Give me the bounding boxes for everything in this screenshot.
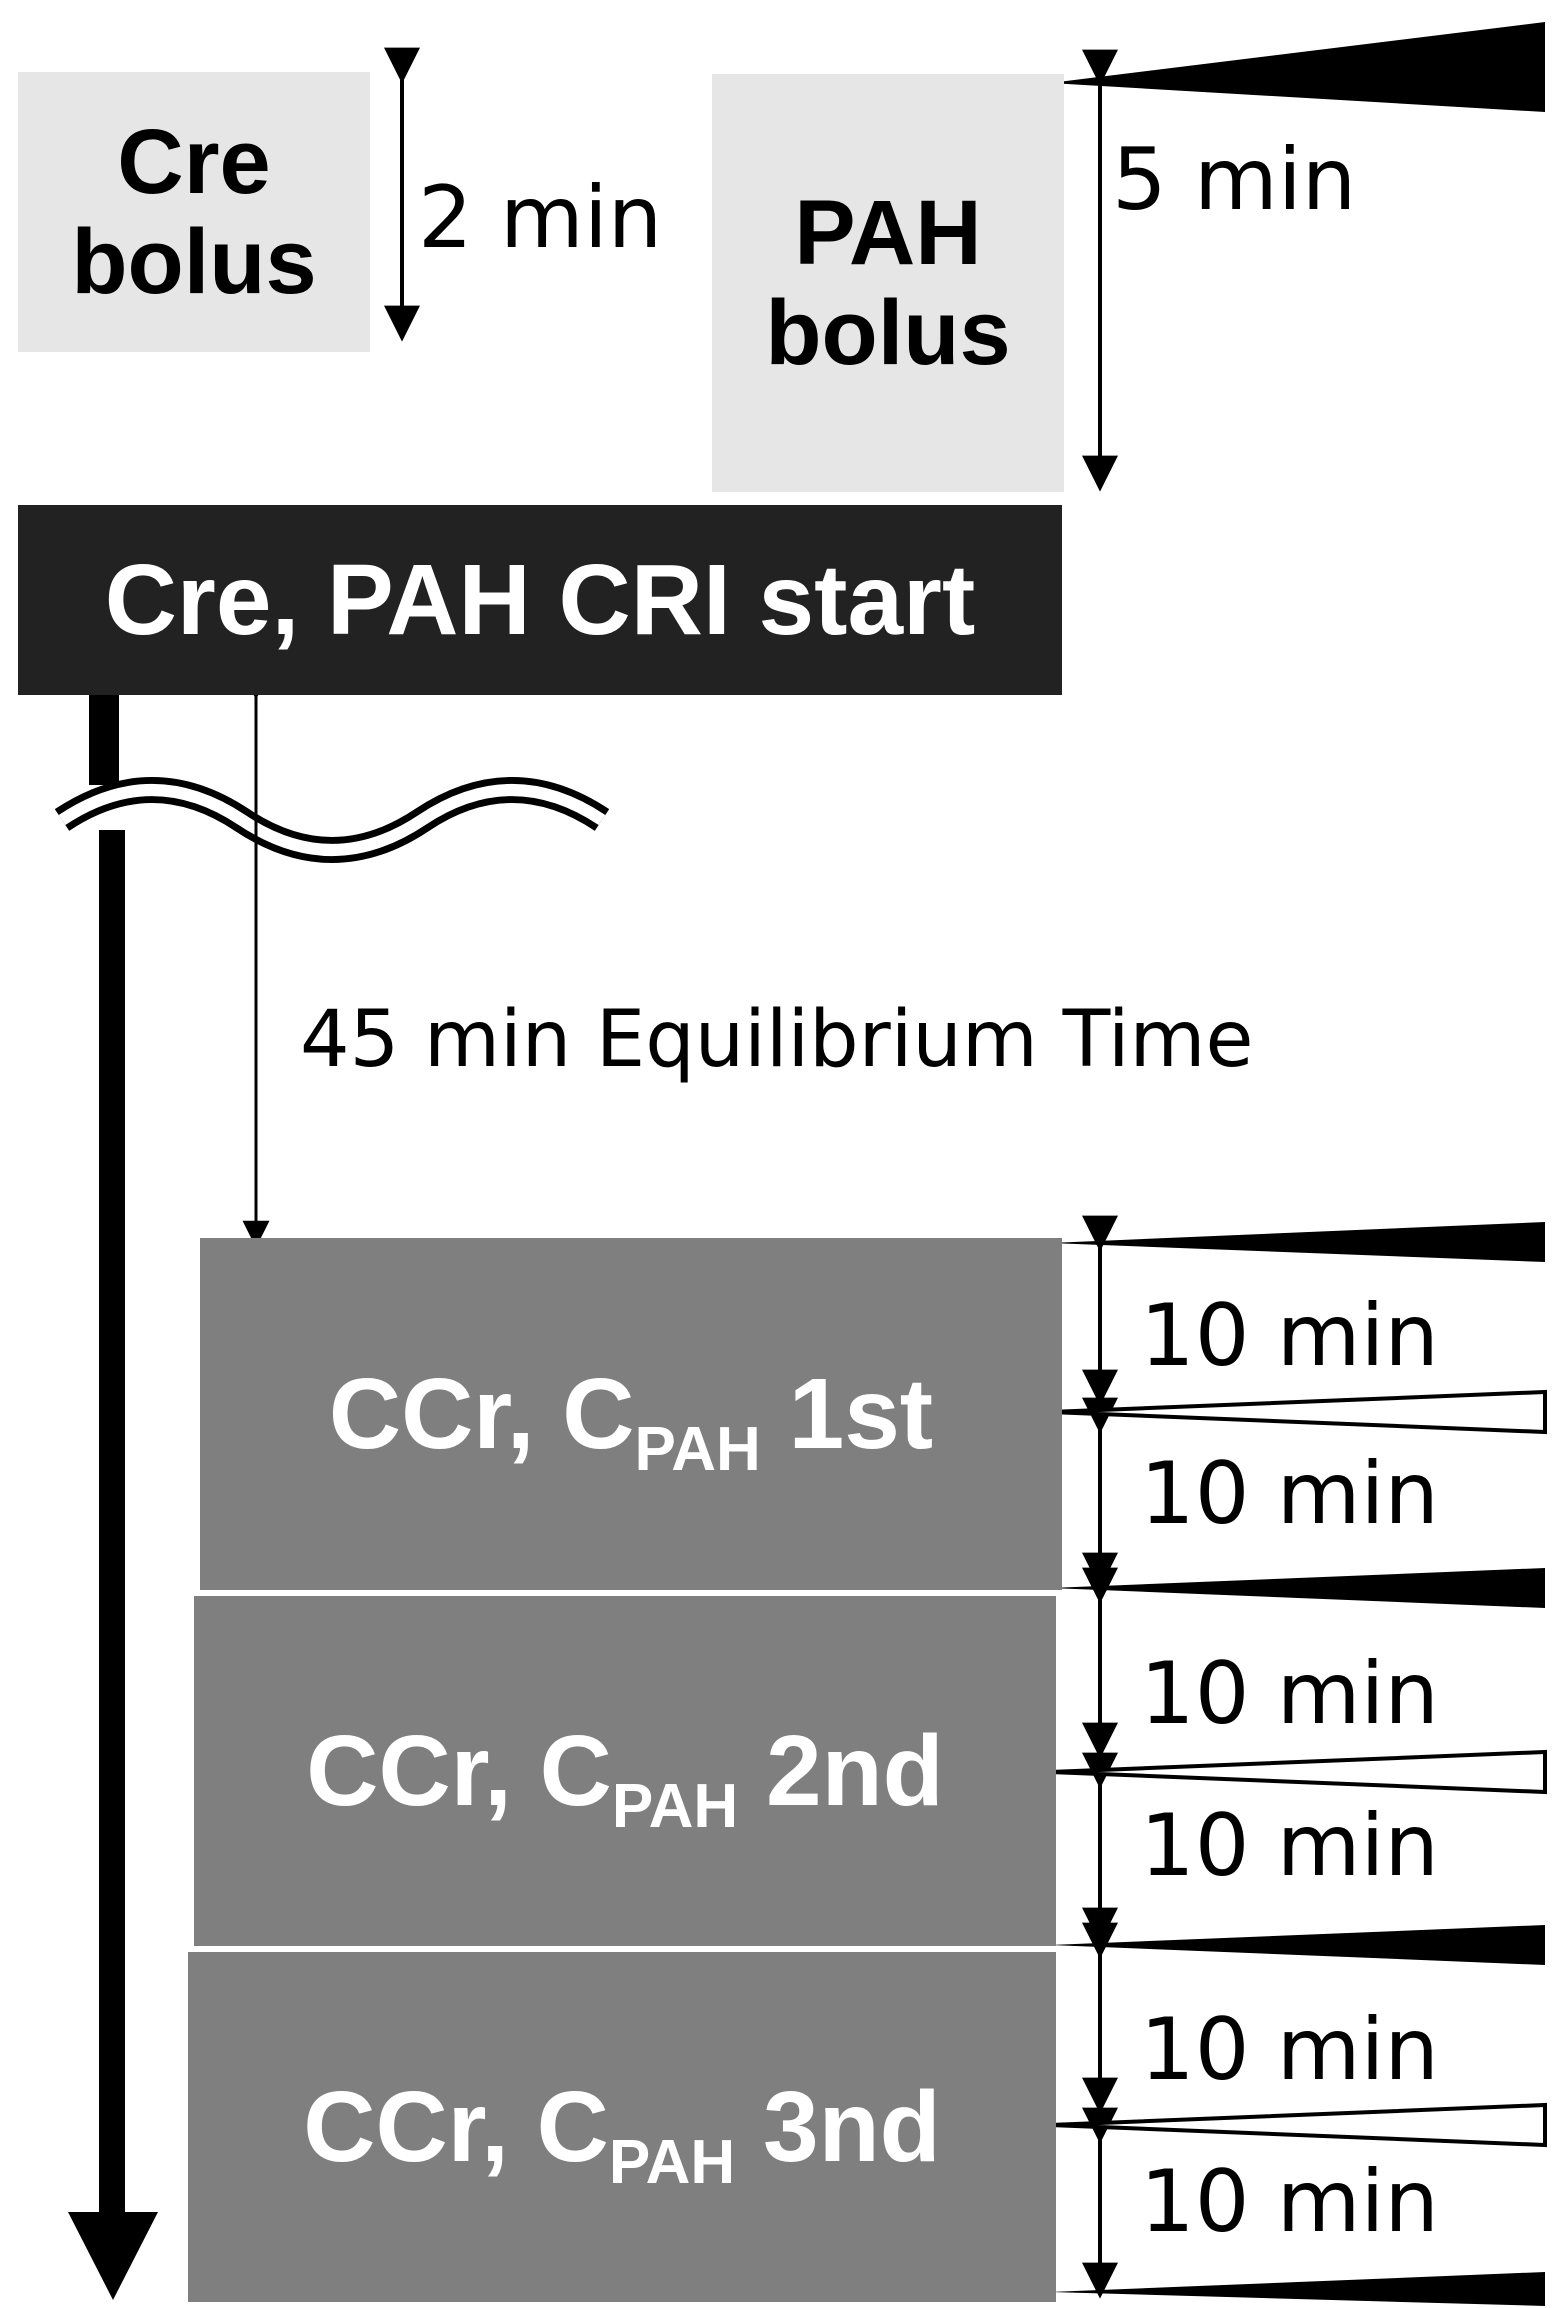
black-wedge-icon	[1050, 1222, 1545, 1262]
phase-label-2: CCr, CPAH 2nd	[306, 1714, 944, 1838]
phase-prefix: CCr, C	[303, 2070, 609, 2183]
wavy-break-icon	[54, 777, 610, 863]
phase-label-1: CCr, CPAH 1st	[328, 1357, 934, 1481]
cre-bolus-line-2: bolus	[71, 211, 317, 313]
pah-bolus-line-2: bolus	[765, 282, 1011, 384]
phase-suffix: 1st	[760, 1357, 934, 1470]
phase-suffix: 2nd	[738, 1714, 944, 1827]
black-wedge-icon	[1050, 22, 1545, 112]
sampling-duration-label: 10 min	[1140, 1286, 1439, 1386]
sampling-duration-label: 10 min	[1140, 1796, 1439, 1896]
down-arrow-icon	[68, 2212, 158, 2300]
cri-start-label: Cre, PAH CRI start	[104, 543, 976, 656]
black-wedge-icon	[1050, 1568, 1545, 1608]
white-wedge-icon	[1049, 1749, 1547, 1795]
phase-prefix: CCr, C	[328, 1357, 635, 1470]
cri-start-box: Cre, PAH CRI start	[18, 505, 1062, 695]
phase-suffix: 3nd	[735, 2070, 941, 2183]
phase-subscript: PAH	[611, 1771, 739, 1841]
phase-box-1: CCr, CPAH 1st	[200, 1238, 1062, 1590]
cre-bolus-line-1: Cre	[117, 111, 271, 213]
black-wedge-icon	[1050, 2272, 1545, 2306]
pah-bolus-duration-label: 5 min	[1112, 130, 1357, 230]
equilibrium-label: 45 min Equilibrium Time	[300, 995, 1254, 1085]
phase-subscript: PAH	[634, 1414, 761, 1484]
white-wedge-icon	[1049, 1389, 1547, 1435]
cre-bolus-duration-label: 2 min	[418, 168, 663, 268]
sampling-duration-label: 10 min	[1140, 2152, 1439, 2252]
phase-label-3: CCr, CPAH 3nd	[303, 2070, 941, 2194]
black-wedge-icon	[1050, 1925, 1545, 1965]
phase-box-3: CCr, CPAH 3nd	[188, 1952, 1056, 2302]
sampling-duration-label: 10 min	[1140, 1644, 1439, 1744]
pah-bolus-line-1: PAH	[794, 182, 982, 284]
phase-subscript: PAH	[608, 2127, 736, 2197]
cre-bolus-box: Cre bolus	[18, 72, 370, 352]
pah-bolus-box: PAH bolus	[712, 74, 1064, 492]
sampling-duration-label: 10 min	[1140, 2000, 1439, 2100]
phase-box-2: CCr, CPAH 2nd	[194, 1596, 1056, 1946]
white-wedge-icon	[1049, 2102, 1547, 2148]
phase-prefix: CCr, C	[306, 1714, 612, 1827]
timeline-arrow	[68, 650, 158, 2300]
sampling-duration-label: 10 min	[1140, 1444, 1439, 1544]
